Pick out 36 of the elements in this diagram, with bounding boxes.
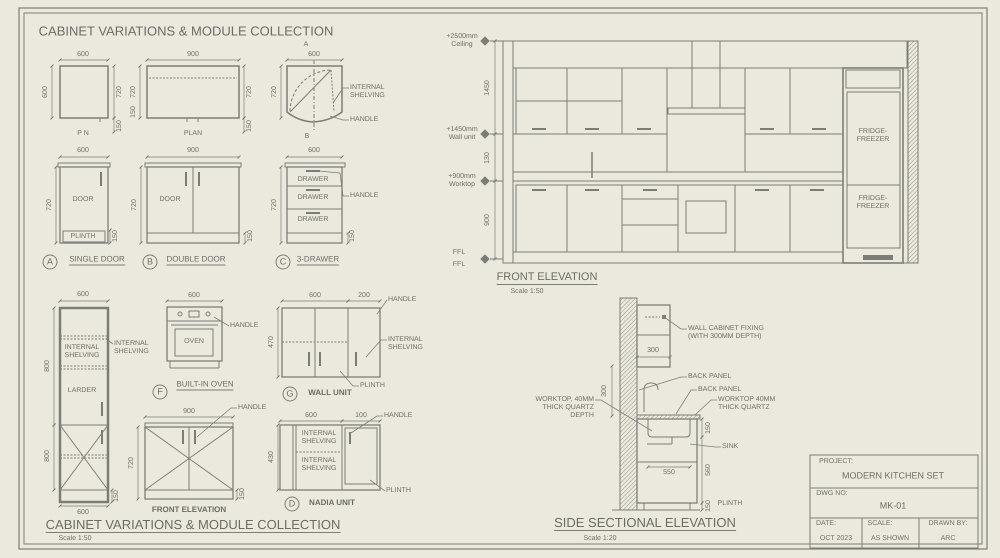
leader-line — [318, 170, 350, 196]
leader-line — [594, 400, 652, 432]
view-title: FRONT ELEVATION — [152, 505, 226, 515]
drawing-title: CABINET VARIATIONS & MODULE COLLECTION — [38, 24, 334, 38]
leader-line — [196, 408, 238, 438]
view-title: 3-DRAWER — [296, 254, 340, 266]
leader-line — [694, 400, 718, 416]
leader-line — [366, 340, 388, 358]
view-title: WALL UNIT — [308, 388, 352, 398]
view-marker: G — [282, 386, 298, 402]
leader-line — [330, 116, 350, 120]
view-title: DOUBLE DOOR — [166, 254, 226, 266]
drawing-title: SIDE SECTIONAL ELEVATION — [554, 515, 736, 531]
drawing-title: FRONT ELEVATION — [496, 271, 598, 285]
view-title: NADIA UNIT — [309, 498, 355, 508]
title-block-text: MK-01 — [880, 500, 906, 512]
leader-line — [638, 376, 688, 390]
leader-line — [664, 316, 688, 330]
leader-line — [350, 416, 384, 434]
leader-line — [690, 444, 722, 448]
view-marker: A — [42, 254, 58, 270]
view-marker: C — [276, 254, 290, 270]
leader-line — [370, 480, 386, 492]
view-marker: D — [284, 496, 300, 512]
view-title: SINGLE DOOR — [69, 254, 125, 266]
title-block-text: MODERN KITCHEN SET — [842, 470, 944, 482]
leader-line — [340, 370, 360, 386]
view-marker: B — [142, 254, 158, 270]
leader-line — [214, 316, 230, 326]
leader-line — [376, 300, 388, 314]
leader-line — [332, 88, 350, 104]
leader-line — [676, 390, 698, 414]
view-marker: F — [152, 384, 168, 400]
drawing-title: CABINET VARIATIONS & MODULE COLLECTION — [46, 517, 340, 533]
leader-line — [106, 338, 114, 344]
view-title: BUILT-IN OVEN — [176, 380, 234, 390]
